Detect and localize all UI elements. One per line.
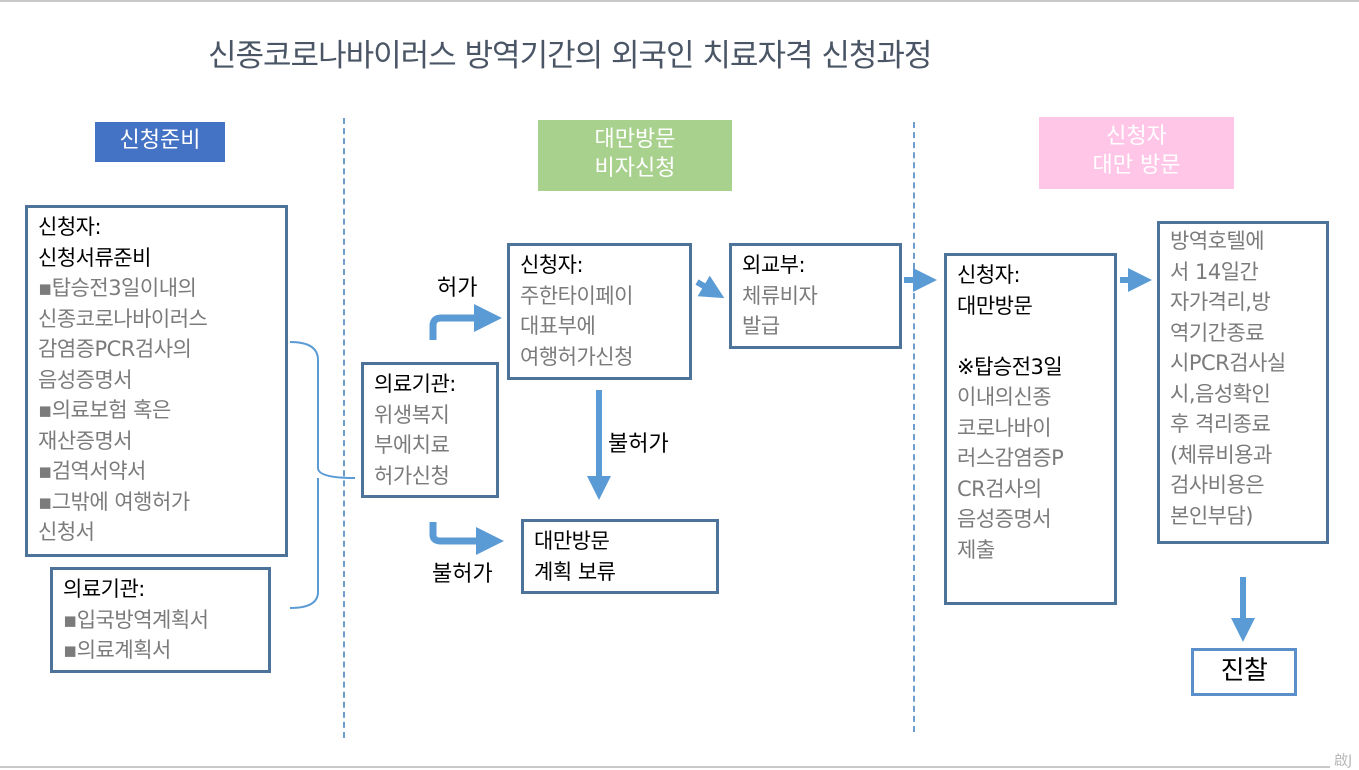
- box-header: 대만방문: [957, 293, 1033, 318]
- box-line: 러스감염증P: [957, 446, 1064, 470]
- phase-header-visit: 신청자 대만 방문: [1039, 117, 1234, 189]
- box-line: 체류비자: [742, 283, 818, 308]
- edge-label-approve: 허가: [437, 276, 478, 301]
- box-line: 신청서: [38, 520, 95, 544]
- box-line: 신종코로나바이러스: [38, 306, 208, 331]
- applicant-travel-permit-box: 신청자: 주한타이페이 대표부에 여행허가신청: [507, 243, 692, 380]
- brace-connector: [289, 341, 356, 609]
- box-header: 대만방문: [534, 529, 610, 553]
- box-line: 대표부에: [520, 314, 596, 338]
- phase-label-line: 대만방문: [594, 127, 676, 152]
- box-header: 의료기관:: [63, 577, 145, 601]
- bottom-border-line: [0, 766, 1330, 768]
- phase-header-visa: 대만방문 비자신청: [538, 120, 732, 191]
- box-line: 발급: [742, 314, 780, 338]
- box-header: 신청자:: [957, 263, 1021, 287]
- treatment-box: 진찰: [1191, 648, 1297, 696]
- watermark-text: 啟J: [1334, 753, 1353, 769]
- box-header: 외교부:: [742, 253, 806, 277]
- box-header: 신청자:: [38, 215, 102, 239]
- medical-apply-box: 의료기관: 위생복지 부에치료 허가신청: [361, 362, 499, 498]
- quarantine-box: 방역호텔에 서 14일간 자가격리,방 역기간종료 시PCR검사실 시,음성확인…: [1157, 221, 1329, 544]
- box-line: ▪탑승전3일이내의: [38, 276, 197, 300]
- box-line: 제출: [957, 537, 995, 562]
- phase-label: 신청준비: [119, 128, 201, 153]
- box-line: 코로나바이: [957, 415, 1052, 440]
- box-line: 허가신청: [374, 463, 450, 488]
- phase-label-line: 비자신청: [594, 156, 676, 181]
- visit-hold-box: 대만방문 계획 보류: [521, 519, 719, 594]
- box-line: 시PCR검사실: [1170, 351, 1286, 375]
- box-line: 자가격리,방: [1170, 290, 1271, 314]
- phase-label-line: 신청자: [1106, 124, 1167, 149]
- box-line: 검사비용은: [1170, 473, 1265, 497]
- box-header: 계획 보류: [534, 559, 616, 584]
- box-line: 위생복지: [374, 402, 450, 427]
- reject-left-arrow: [429, 522, 504, 555]
- box-line: CR검사의: [957, 476, 1042, 501]
- approve-arrow: [429, 304, 502, 340]
- box-line: 역기간종료: [1170, 320, 1265, 345]
- box-line: 음성증명서: [957, 507, 1052, 531]
- box-header: 의료기관:: [374, 372, 456, 396]
- box-line: 여행허가신청: [520, 344, 633, 369]
- box-header: 진찰: [1220, 656, 1268, 686]
- box-line: ▪의료계획서: [63, 638, 171, 662]
- phase-header-preparation: 신청준비: [95, 122, 225, 162]
- top-border-line: [0, 0, 1359, 2]
- box-line: 방역호텔에: [1170, 229, 1265, 253]
- box-line: ※탑승전3일: [957, 354, 1063, 379]
- box-line: ▪의료보험 혹은: [38, 398, 171, 422]
- box-line: 서 14일간: [1170, 259, 1259, 284]
- box-line: ▪그밖에 여행허가: [38, 489, 190, 514]
- box-line: 부에치료: [374, 433, 450, 457]
- box-header: 신청자:: [520, 253, 584, 277]
- mofa-visa-box: 외교부: 체류비자 발급: [729, 243, 902, 349]
- applicant-visit-box: 신청자: 대만방문 ※탑승전3일 이내의신종 코로나바이 러스감염증P CR검사…: [944, 253, 1117, 605]
- box-line: 재산증명서: [38, 428, 133, 453]
- box-line: 주한타이페이: [520, 283, 633, 308]
- edge-label-reject-down: 불허가: [608, 432, 669, 457]
- page-title: 신종코로나바이러스 방역기간의 외국인 치료자격 신청과정: [208, 38, 932, 74]
- phase-divider-2: [913, 122, 915, 732]
- box-line: 시,음성확인: [1170, 381, 1271, 406]
- box-line: 이내의신종: [957, 385, 1052, 409]
- travel-to-mofa-arrow: [695, 275, 725, 299]
- applicant-documents-box: 신청자: 신청서류준비 ▪탑승전3일이내의 신종코로나바이러스 감염증PCR검사…: [25, 205, 288, 557]
- box-line: 본인부담): [1170, 503, 1253, 528]
- box-header: 신청서류준비: [38, 245, 151, 270]
- box-line: (체류비용과: [1170, 442, 1272, 467]
- box-line: 감염증PCR검사의: [38, 337, 192, 361]
- box-line: 음성증명서: [38, 367, 133, 392]
- box-line: ▪검역서약서: [38, 459, 146, 483]
- phase-label-line: 대만 방문: [1092, 153, 1181, 178]
- box-line: ▪입국방역계획서: [63, 607, 209, 632]
- edge-label-reject-left: 불허가: [432, 562, 493, 587]
- phase-divider-1: [343, 118, 345, 738]
- box-line: 후 격리종료: [1170, 412, 1271, 436]
- medical-documents-box: 의료기관: ▪입국방역계획서 ▪의료계획서: [50, 567, 271, 673]
